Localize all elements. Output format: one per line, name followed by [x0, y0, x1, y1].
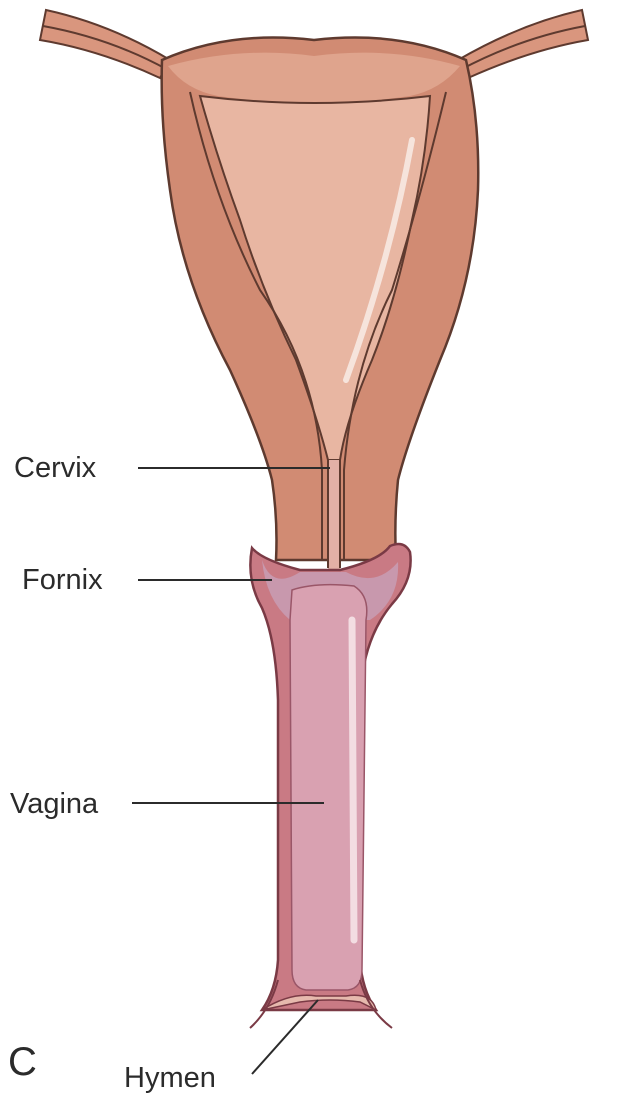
cervical-canal [328, 460, 340, 570]
vaginal-highlight [352, 620, 354, 940]
fornix-label: Fornix [22, 566, 103, 595]
right-fallopian-tube [458, 10, 588, 78]
left-fallopian-tube [40, 10, 170, 78]
cervix-label: Cervix [14, 454, 96, 483]
hymen-label: Hymen [124, 1064, 216, 1093]
panel-letter: C [8, 1042, 37, 1082]
vagina-label: Vagina [10, 790, 98, 819]
